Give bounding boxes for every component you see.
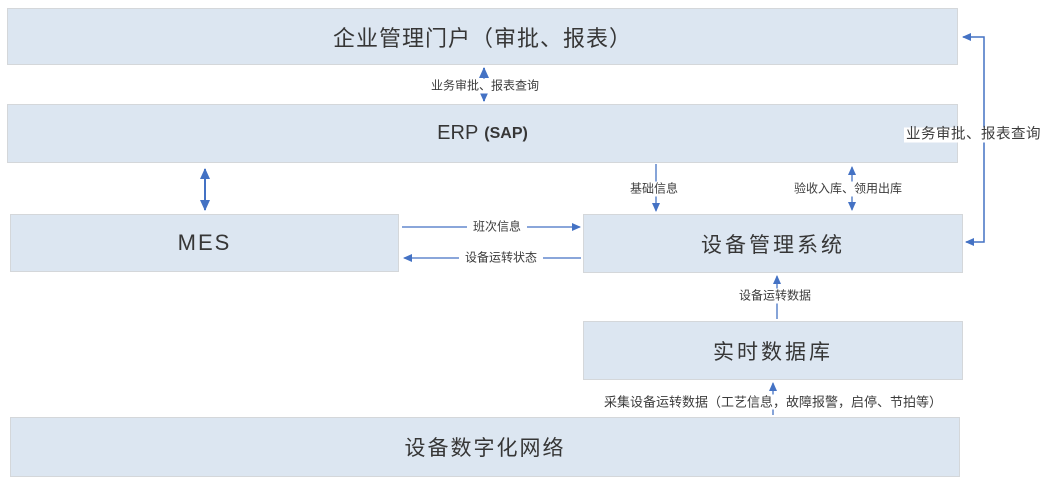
node-mes: MES — [10, 214, 399, 272]
node-realtime-database: 实时数据库 — [583, 321, 963, 380]
node-erp-sublabel: (SAP) — [484, 124, 528, 142]
edge-label-equipment-status: 设备运转状态 — [458, 250, 544, 266]
edge-label-portal-erp: 业务审批、报表查询 — [426, 78, 544, 94]
node-erp: ERP (SAP) — [7, 104, 958, 163]
node-equipment-management-label: 设备管理系统 — [701, 233, 845, 257]
edge-label-collect-data: 采集设备运转数据（工艺信息，故障报警，启停、节拍等） — [599, 394, 947, 410]
node-realtime-database-label: 实时数据库 — [713, 340, 833, 364]
node-erp-label: ERP — [437, 122, 479, 144]
edge-label-equipment-data: 设备运转数据 — [734, 288, 816, 304]
edge-label-shift-info: 班次信息 — [466, 219, 528, 235]
node-enterprise-portal-label: 企业管理门户（审批、报表） — [332, 25, 632, 51]
node-mes-label: MES — [177, 230, 232, 255]
node-equipment-digital-network: 设备数字化网络 — [10, 417, 960, 477]
node-equipment-management: 设备管理系统 — [583, 214, 963, 273]
edge-label-warehouse: 验收入库、领用出库 — [789, 181, 907, 197]
node-enterprise-portal: 企业管理门户（审批、报表） — [7, 8, 958, 65]
edge-label-portal-equipment: 业务审批、报表查询 — [904, 126, 1043, 143]
edge-label-basic-info: 基础信息 — [625, 181, 683, 197]
node-equipment-digital-network-label: 设备数字化网络 — [404, 437, 566, 460]
